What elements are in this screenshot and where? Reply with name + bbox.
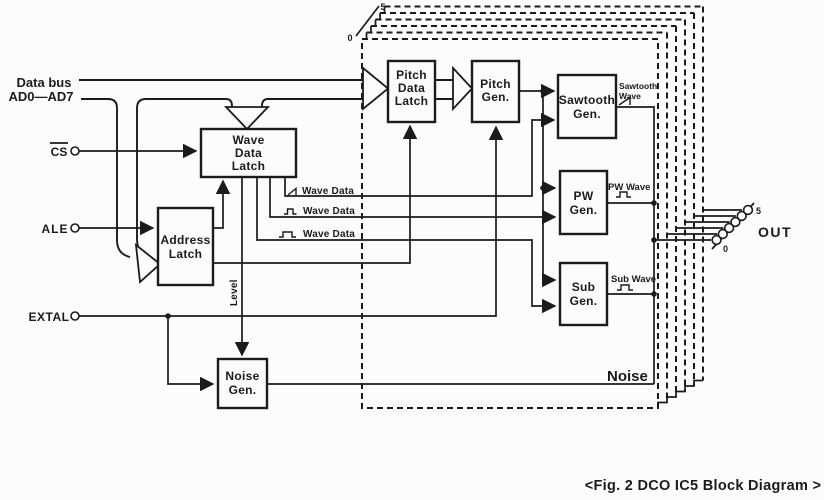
pitch-gen-label-2: Gen. (482, 90, 510, 104)
mix-junction-sub (651, 291, 657, 297)
address-latch-to-wave-data-latch (213, 179, 231, 229)
wave-data-latch-label-3: Latch (232, 159, 266, 173)
pitch-gen-to-sub (541, 91, 557, 288)
out-pin-3 (730, 216, 741, 228)
extal-label: EXTAL (29, 310, 70, 324)
wave-data-3-label: Wave Data (303, 229, 355, 240)
address-latch-label-2: Latch (169, 247, 203, 261)
pitch-data-latch-box (386, 59, 437, 124)
pulse-waveform-icon-wide (279, 231, 296, 238)
data-bus-label: Data bus (17, 75, 72, 90)
address-latch-to-pitch-data-latch (213, 124, 418, 264)
figure-caption: <Fig. 2 DCO IC5 Block Diagram > (585, 478, 822, 494)
signal-annotations: Wave Data Wave Data Wave Data Level Sawt… (229, 81, 657, 385)
stack-bottom-index: 0 (347, 33, 352, 43)
cs-label: CS (51, 145, 68, 159)
out-top-index: 5 (756, 206, 761, 216)
data-bus-range-label: AD0—AD7 (8, 89, 73, 104)
pw-gen-box (558, 169, 609, 236)
bus-line-lower-branch-left (81, 98, 131, 258)
bus-arrow-into-pitch-data-latch (362, 66, 390, 111)
wave-data-latch-label-1: Wave (232, 133, 264, 147)
out-bottom-index: 0 (723, 244, 728, 254)
wave-data-latch-label-2: Data (235, 146, 262, 160)
noise-label: Noise (607, 368, 648, 385)
wave-data-3-wire (256, 177, 557, 314)
internal-wiring (213, 83, 657, 385)
sawtooth-wave-label-1: Sawtooth (619, 81, 657, 91)
function-blocks: Wave Data Latch Address Latch Pitch Data… (156, 59, 618, 410)
cs-terminal (70, 146, 80, 156)
noise-gen-label-1: Noise (225, 369, 259, 383)
ale-label: ALE (42, 222, 69, 236)
control-terminals: CS ALE EXTAL (29, 125, 504, 392)
extal-terminal (70, 311, 80, 321)
stack-top-index: 5 (380, 2, 385, 12)
sub-gen-box (558, 261, 609, 327)
pw-wave-icon (616, 191, 631, 198)
bus-arrow-into-pitch-gen (452, 65, 474, 112)
address-latch-label-1: Address (160, 233, 210, 247)
sawtooth-gen-box (556, 73, 618, 140)
pitch-out-junction (540, 88, 546, 94)
pw-feed-junction (540, 185, 546, 191)
wave-data-1-wire (284, 112, 556, 197)
pitch-latch-to-gen-bus (435, 79, 454, 100)
wave-data-2-wire (269, 177, 557, 225)
out-pin-2 (723, 222, 735, 234)
sub-wave-icon (617, 284, 633, 291)
noise-gen-box (216, 357, 269, 410)
out-pin-1 (717, 228, 728, 240)
pw-wave-label: PW Wave (608, 182, 650, 193)
bus-drop-right (261, 98, 269, 109)
sawtooth-out-wire (616, 106, 655, 384)
bus-arrow-into-wave-data-latch (223, 106, 271, 131)
sawtooth-wave-icon (618, 96, 631, 106)
mix-junction-pw (651, 200, 657, 206)
wave-data-1-label: Wave Data (302, 186, 354, 197)
wave-data-2-label: Wave Data (303, 206, 355, 217)
pitch-data-latch-label-1: Pitch (396, 68, 427, 82)
pitch-data-latch-label-2: Data (398, 81, 425, 95)
sawtooth-waveform-icon (287, 187, 297, 196)
out-pin-0 (711, 234, 722, 246)
stack-bottom-staircase (657, 379, 703, 408)
sub-wave-label: Sub Wave (611, 274, 656, 285)
level-label: Level (229, 279, 240, 306)
out-pin-4 (736, 210, 747, 222)
pulse-waveform-icon-narrow (284, 208, 297, 215)
ale-terminal (70, 223, 80, 233)
sawtooth-gen-label-1: Sawtooth (559, 93, 615, 107)
data-bus: Data bus AD0—AD7 (8, 65, 474, 284)
pitch-data-latch-label-3: Latch (395, 94, 429, 108)
bus-vertical-right (136, 108, 143, 253)
out-connector: 5 0 OUT (654, 202, 792, 254)
extal-branch-to-noise-gen (167, 316, 215, 392)
extal-junction-dot (165, 313, 171, 319)
pitch-gen-label-1: Pitch (480, 77, 511, 91)
bus-line-lower-resume (136, 98, 226, 109)
out-label: OUT (758, 224, 792, 240)
sub-gen-label-2: Gen. (570, 294, 598, 308)
pw-gen-label-2: Gen. (570, 203, 598, 217)
sawtooth-gen-label-2: Gen. (573, 107, 601, 121)
bus-drop-left (225, 98, 233, 109)
noise-gen-label-2: Gen. (229, 383, 257, 397)
dco-layer-0-outline (361, 38, 659, 409)
address-latch-box (156, 206, 215, 287)
extal-wire-to-pitch-gen (79, 125, 504, 317)
stack-top-staircase (365, 6, 386, 39)
out-pin-5 (742, 204, 754, 216)
sawtooth-wave-label-2: Wave (619, 91, 641, 101)
wave-data-latch-box (199, 127, 298, 179)
sub-gen-label-1: Sub (572, 280, 596, 294)
pitch-gen-box (470, 59, 521, 124)
bus-arrow-into-address-latch (134, 242, 162, 284)
dco-stack-outlines: 0 5 (347, 2, 704, 409)
pw-gen-label-1: PW (574, 189, 594, 203)
stack-count-diagonal (355, 5, 380, 37)
